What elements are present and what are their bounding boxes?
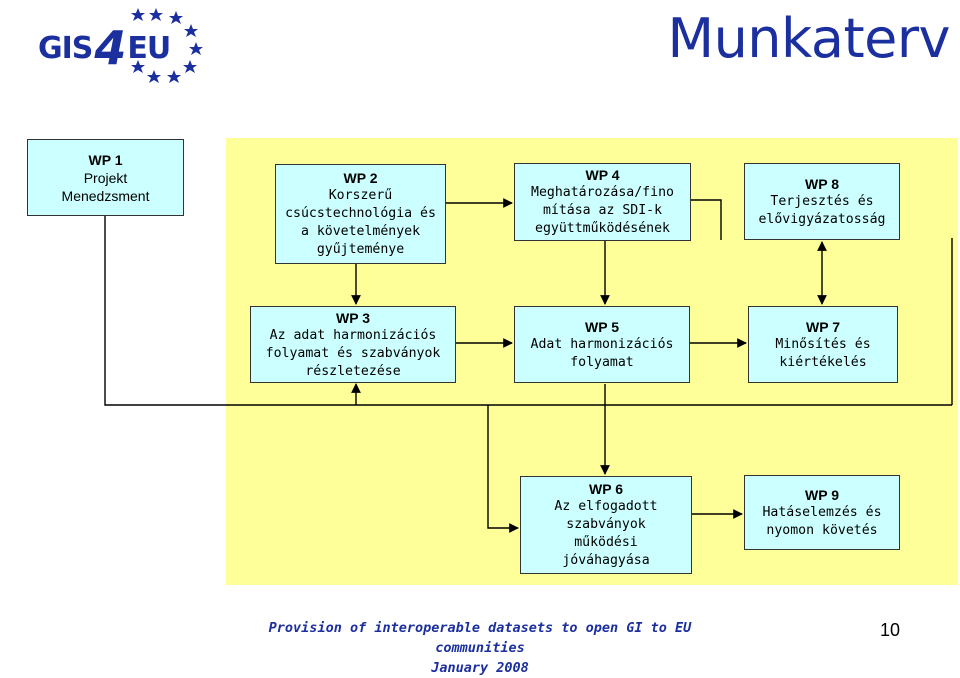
wp7-line-1: Minősítés és <box>775 336 871 352</box>
wp4-box: WP 4 Meghatározása/fino mítása az SDI-k … <box>514 163 691 241</box>
wp2-line-2: csúcstechnológia és <box>285 206 436 221</box>
wp9-line-2: nyomon követés <box>766 522 878 538</box>
wp7-line-2: kiértékelés <box>779 354 867 370</box>
wp9-line-1: Hatáselemzés és <box>762 504 882 520</box>
wp7-box: WP 7 Minősítés és kiértékelés <box>748 306 898 383</box>
page-title: Munkaterv <box>667 7 950 70</box>
wp8-line-2: elővigyázatosság <box>758 211 886 227</box>
wp3-line-3: részletezése <box>305 363 401 379</box>
footer: Provision of interoperable datasets to o… <box>220 618 740 678</box>
line-wp4-bus <box>691 199 722 240</box>
wp6-line-2: szabványok <box>566 517 646 532</box>
wp4-line-1: Meghatározása/fino <box>531 185 674 200</box>
wp2-line-3: a követelmények <box>300 224 421 239</box>
gis4eu-logo: GIS 4 EU <box>36 4 236 84</box>
logo-text: GIS 4 EU <box>38 21 171 75</box>
wp4-line-3: együttműködésének <box>535 221 670 236</box>
wp7-heading: WP 7 <box>806 318 840 335</box>
wp6-box: WP 6 Az elfogadott szabványok működési j… <box>520 476 692 574</box>
wp2-box: WP 2 Korszerű csúcstechnológia és a köve… <box>275 164 446 264</box>
wp6-line-3: működési <box>574 535 638 550</box>
wp9-heading: WP 9 <box>805 486 839 503</box>
wp5-heading: WP 5 <box>585 318 619 335</box>
logo-text-gis: GIS <box>38 30 93 66</box>
line-bus-to-wp6 <box>487 405 519 533</box>
wp6-heading: WP 6 <box>589 481 623 497</box>
wp4-line-2: mítása az SDI-k <box>542 203 663 218</box>
connector-lines <box>104 198 953 533</box>
wp2-line-4: gyűjteménye <box>316 242 405 257</box>
wp2-line-1: Korszerű <box>328 188 393 203</box>
wp4-heading: WP 4 <box>585 167 620 183</box>
logo-text-four: 4 <box>94 21 126 75</box>
wp5-line-1: Adat harmonizációs <box>530 336 674 352</box>
wp3-box: WP 3 Az adat harmonizációs folyamat és s… <box>250 306 456 383</box>
wp1-line-1: Projekt <box>83 169 128 186</box>
wp3-line-2: folyamat és szabványok <box>265 345 441 361</box>
footer-line-2: January 2008 <box>431 660 529 676</box>
gis4eu-logo-graphic <box>131 8 203 83</box>
wp3-heading: WP 3 <box>336 309 370 326</box>
page-number: 10 <box>879 620 901 640</box>
wp5-box: WP 5 Adat harmonizációs folyamat <box>514 306 690 383</box>
wp6-line-4: jóváhagyása <box>562 553 650 568</box>
wp8-line-1: Terjesztés és <box>770 193 874 209</box>
wp9-box: WP 9 Hatáselemzés és nyomon követés <box>744 475 900 550</box>
wp5-line-2: folyamat <box>570 354 634 370</box>
wp3-line-1: Az adat harmonizációs <box>269 327 437 343</box>
footer-line-1: Provision of interoperable datasets to o… <box>268 620 692 656</box>
wp1-heading: WP 1 <box>88 151 123 168</box>
line-wp1-down <box>104 216 952 406</box>
wp6-line-1: Az elfogadott <box>554 499 658 514</box>
wp8-box: WP 8 Terjesztés és elővigyázatosság <box>744 163 900 240</box>
wp1-box: WP 1 Projekt Menedzsment <box>27 139 184 216</box>
logo-text-eu: EU <box>127 30 171 66</box>
wp1-line-2: Menedzsment <box>61 187 150 204</box>
wp8-heading: WP 8 <box>805 175 839 192</box>
wp2-heading: WP 2 <box>343 170 378 186</box>
